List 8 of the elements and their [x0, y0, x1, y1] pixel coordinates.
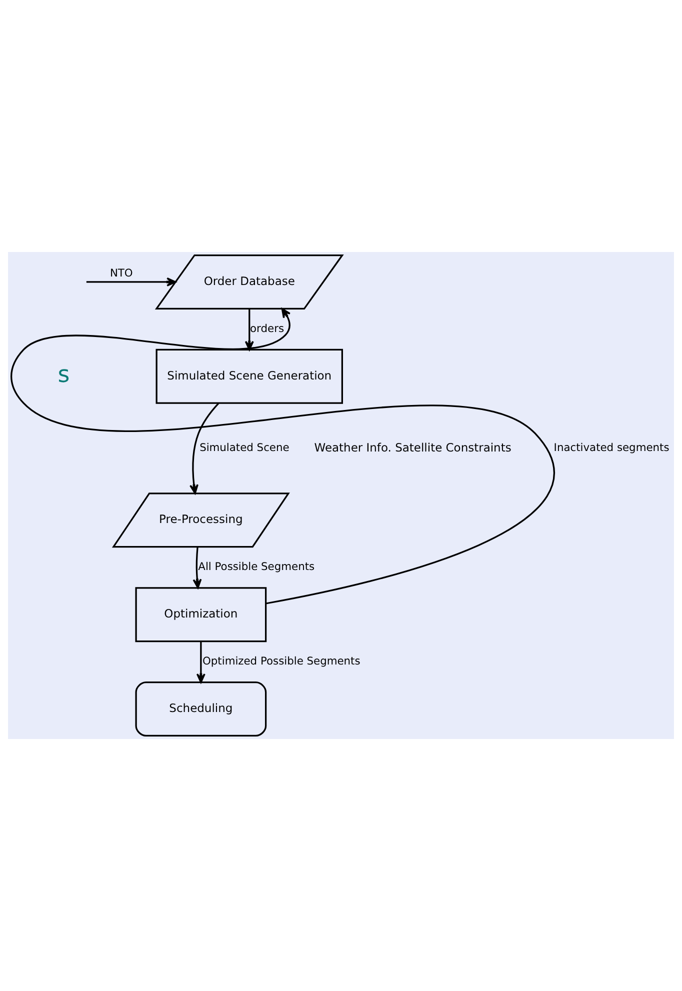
- edge-label: Optimized Possible Segments: [202, 654, 360, 668]
- edge-label: NTO: [110, 266, 133, 280]
- label: Weather Info. Satellite Constraints: [314, 440, 512, 454]
- label: s: [58, 362, 70, 388]
- edge-label: Inactivated segments: [554, 441, 670, 454]
- edge-label: orders: [250, 322, 284, 335]
- edge-label: Simulated Scene: [200, 441, 290, 454]
- edge-label: All Possible Segments: [198, 560, 315, 574]
